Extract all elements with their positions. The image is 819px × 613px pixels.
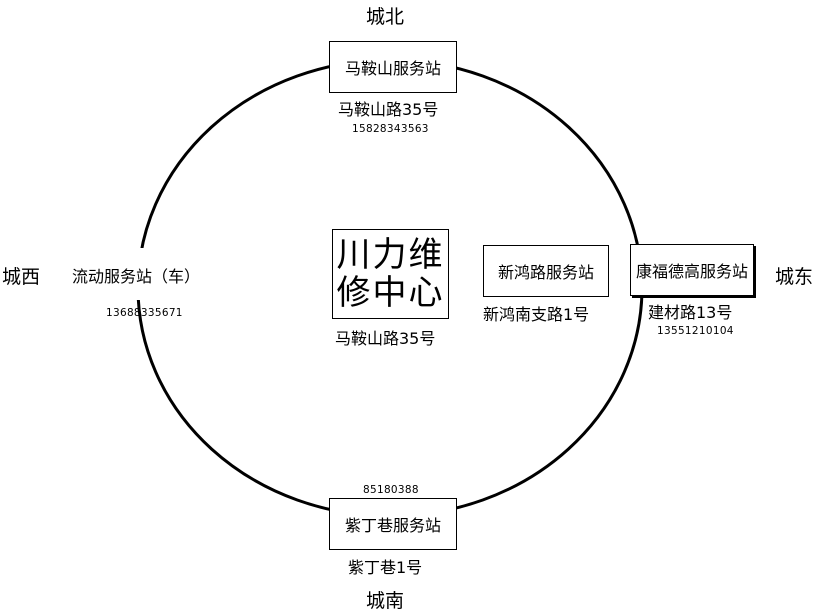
north-station-name: 马鞍山服务站 bbox=[344, 59, 441, 78]
east-station-address: 建材路13号 bbox=[648, 303, 733, 322]
center-title-line1: 川力维 bbox=[336, 235, 445, 275]
center-address: 马鞍山路35号 bbox=[335, 329, 436, 348]
inner-east-station-address: 新鸿南支路1号 bbox=[483, 305, 590, 324]
inner-east-station-name: 新鸿路服务站 bbox=[497, 263, 594, 282]
south-station-name: 紫丁巷服务站 bbox=[344, 516, 441, 535]
west-label: 城西 bbox=[2, 266, 41, 288]
east-label: 城东 bbox=[775, 266, 814, 288]
south-station-phone: 85180388 bbox=[363, 484, 419, 496]
east-station-phone: 13551210104 bbox=[657, 325, 734, 337]
west-station-gap bbox=[70, 248, 230, 300]
center-box[interactable]: 川力维 修中心 bbox=[332, 229, 449, 319]
south-label: 城南 bbox=[366, 590, 405, 612]
south-station-address: 紫丁巷1号 bbox=[348, 558, 423, 577]
north-label: 城北 bbox=[366, 6, 405, 28]
north-station-address: 马鞍山路35号 bbox=[338, 100, 439, 119]
inner-east-station-box[interactable]: 新鸿路服务站 bbox=[483, 245, 609, 297]
west-station-name[interactable]: 流动服务站（车） bbox=[72, 267, 201, 286]
north-station-box[interactable]: 马鞍山服务站 bbox=[329, 41, 457, 93]
north-station-phone: 15828343563 bbox=[352, 123, 429, 135]
east-station-name: 康福德高服务站 bbox=[635, 262, 748, 281]
center-title-line2: 修中心 bbox=[336, 273, 445, 313]
south-station-box[interactable]: 紫丁巷服务站 bbox=[329, 498, 457, 550]
west-station-phone: 13688335671 bbox=[106, 307, 183, 319]
east-station-box[interactable]: 康福德高服务站 bbox=[630, 244, 754, 296]
